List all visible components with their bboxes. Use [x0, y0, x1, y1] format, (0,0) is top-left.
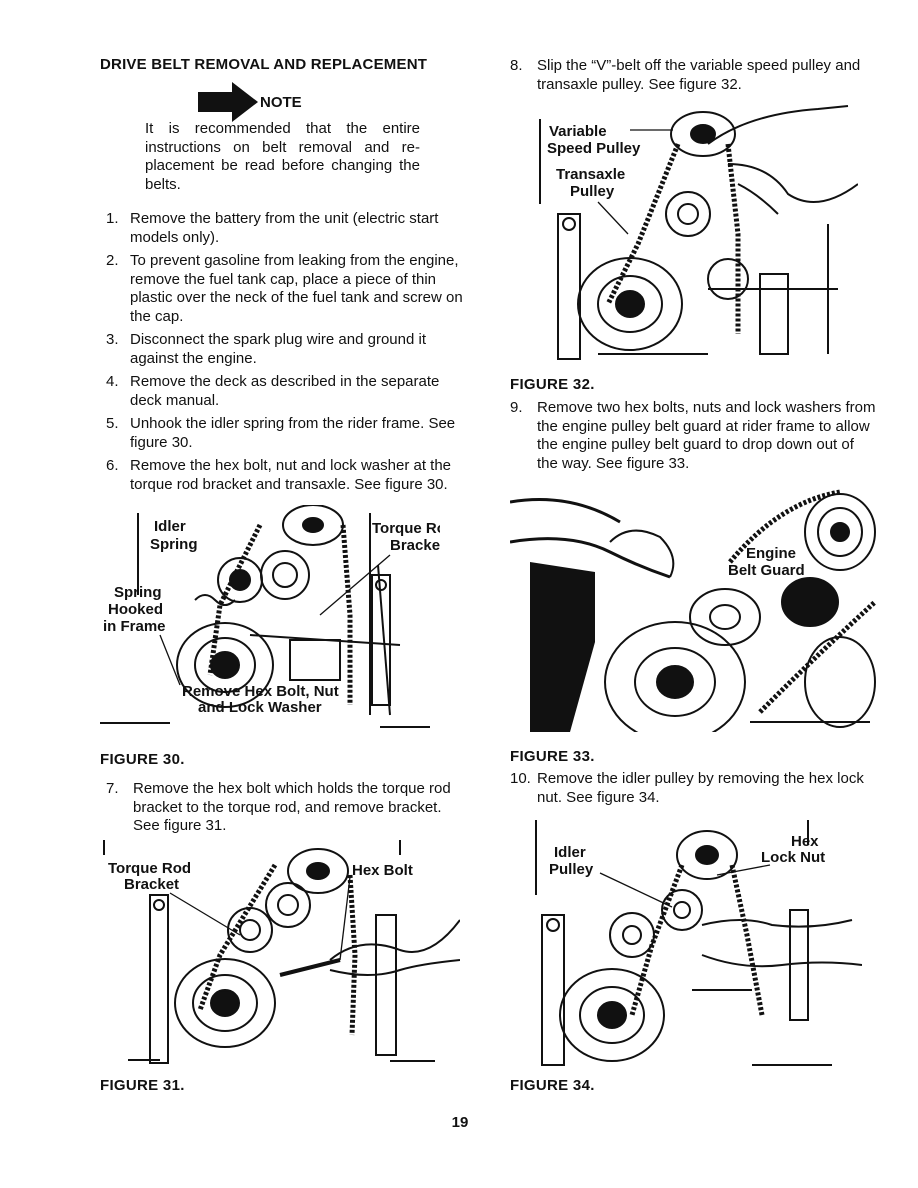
label-belt-guard: Belt Guard: [728, 562, 805, 579]
figure-33-labels: Engine Belt Guard: [728, 545, 805, 579]
list-item: 3.Disconnect the spark plug wire and gro…: [106, 331, 427, 367]
step-9: 9.Remove two hex bolts, nuts and lock wa…: [510, 399, 876, 472]
list-item: 2.To prevent gasoline from leaking from …: [106, 252, 463, 325]
label-idler: Idler: [154, 518, 186, 535]
steps-list: 1.Remove the battery from the unit (elec…: [106, 210, 466, 499]
list-item: 5.Unhook the idler spring from the rider…: [106, 415, 456, 451]
page-number: 19: [451, 1114, 469, 1131]
list-item: 4.Remove the deck as described in the se…: [106, 373, 440, 409]
label-remove-1: Remove Hex Bolt, Nut: [182, 683, 339, 700]
label-transaxle: Transaxle: [556, 166, 625, 183]
figure-34-illustration: Idler Pulley Hex Lock Nut: [532, 815, 862, 1070]
figure-34-labels: Idler Pulley Hex Lock Nut: [549, 833, 825, 878]
note-callout: NOTE: [198, 82, 308, 122]
figure-31-caption: FIGURE 31.: [100, 1077, 185, 1094]
step-10: 10.Remove the idler pulley by removing t…: [510, 770, 864, 806]
label-variable: Variable: [549, 123, 607, 140]
step-7: 7.Remove the hex bolt which holds the to…: [106, 780, 451, 834]
label-spring-hooked-3: in Frame: [103, 618, 166, 635]
figure-32-labels: Variable Speed Pulley Transaxle Pulley: [547, 123, 641, 200]
label-spring: Spring: [150, 536, 198, 553]
label-torque-rod: Torque Rod: [108, 860, 191, 877]
note-label: NOTE: [260, 94, 302, 111]
label-bracket: Bracket: [390, 537, 440, 554]
list-item: 1.Remove the battery from the unit (elec…: [106, 210, 439, 246]
label-hex: Hex: [791, 833, 819, 850]
label-speed-pulley: Speed Pulley: [547, 140, 641, 157]
figure-30-illustration: Idler Spring Torque Rod Bracket Spring H…: [100, 505, 440, 737]
figure-34-caption: FIGURE 34.: [510, 1077, 595, 1094]
arrow-icon: [198, 82, 258, 122]
step-8: 8.Slip the “V”-belt off the variable spe…: [510, 57, 861, 93]
label-pulley: Pulley: [570, 183, 615, 200]
label-idler: Idler: [554, 844, 586, 861]
label-remove-2: and Lock Washer: [198, 699, 322, 716]
label-torque-rod: Torque Rod: [372, 520, 440, 537]
label-pulley: Pulley: [549, 861, 594, 878]
figure-32-illustration: Variable Speed Pulley Transaxle Pulley: [538, 104, 858, 364]
label-hex-bolt: Hex Bolt: [352, 862, 413, 879]
figure-32-caption: FIGURE 32.: [510, 376, 595, 393]
label-engine: Engine: [746, 545, 796, 562]
label-bracket: Bracket: [124, 876, 179, 893]
label-lock-nut: Lock Nut: [761, 849, 825, 866]
figure-33-illustration: Engine Belt Guard: [510, 482, 878, 732]
figure-33-caption: FIGURE 33.: [510, 748, 595, 765]
figure-30-caption: FIGURE 30.: [100, 751, 185, 768]
label-spring-hooked-1: Spring: [114, 584, 162, 601]
list-item: 6.Remove the hex bolt, nut and lock wash…: [106, 457, 452, 493]
figure-31-labels: Torque Rod Bracket Hex Bolt: [108, 860, 413, 893]
figure-31-illustration: Torque Rod Bracket Hex Bolt: [100, 835, 460, 1065]
note-text: It is recommended that the entire instru…: [145, 120, 420, 193]
section-heading: DRIVE BELT REMOVAL AND REPLACEMENT: [100, 56, 428, 73]
figure-30-labels: Idler Spring Torque Rod Bracket Spring H…: [103, 518, 440, 716]
label-spring-hooked-2: Hooked: [108, 601, 163, 618]
